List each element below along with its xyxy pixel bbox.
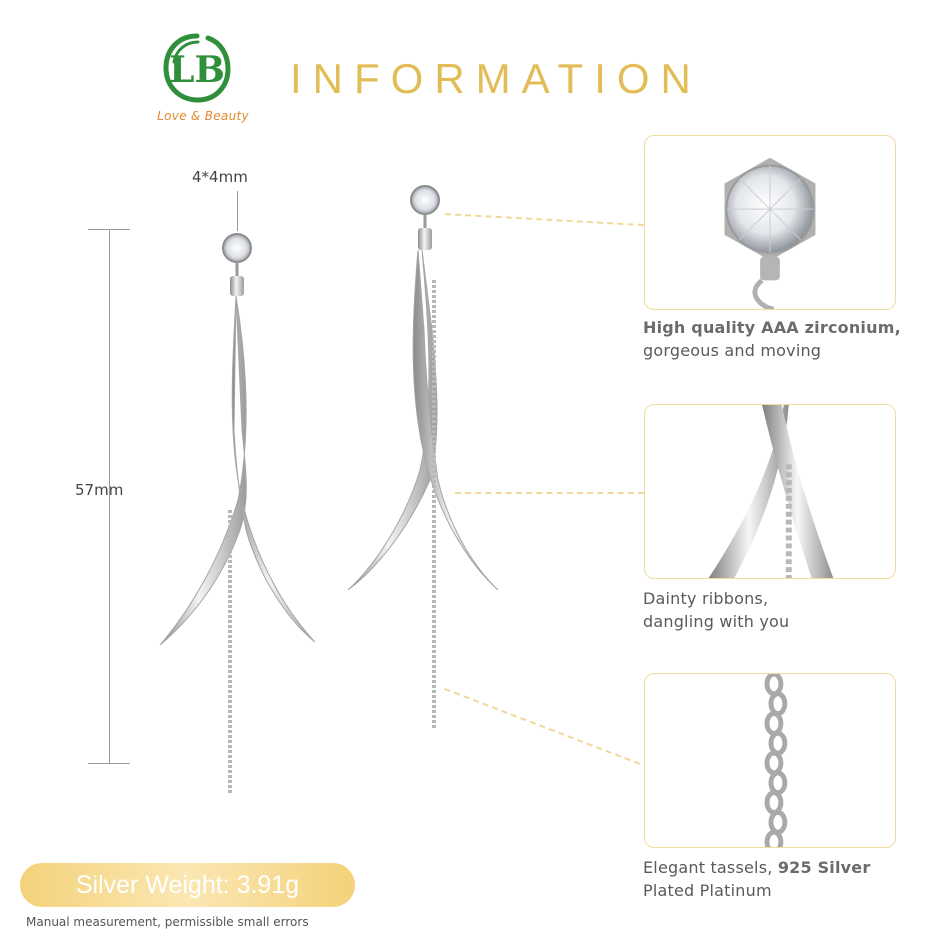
height-measure-line xyxy=(109,230,110,763)
logo-monogram: LB xyxy=(169,49,225,91)
left-earring xyxy=(159,233,316,795)
detail-panel-ribbon xyxy=(644,404,896,579)
brand-logo: LB Love & Beauty xyxy=(138,32,268,132)
caption-zirconium: High quality AAA zirconium, gorgeous and… xyxy=(643,316,933,362)
caption-ribbon-line1: Dainty ribbons, xyxy=(643,589,769,608)
caption-ribbon-line2: dangling with you xyxy=(643,612,790,631)
width-leader-line xyxy=(237,191,238,231)
caption-zirconium-text: gorgeous and moving xyxy=(643,341,822,360)
detail-panel-tassel xyxy=(644,673,896,848)
zirconium-closeup-image xyxy=(724,157,816,309)
measurement-note: Manual measurement, permissible small er… xyxy=(26,915,309,929)
height-top-tick xyxy=(88,229,130,230)
tassel-closeup-image xyxy=(764,674,788,847)
earrings-product-image xyxy=(159,185,499,795)
width-dimension-label: 4*4mm xyxy=(192,168,248,186)
height-bottom-tick xyxy=(88,763,130,764)
caption-ribbon: Dainty ribbons, dangling with you xyxy=(643,587,933,633)
caption-tassel-prefix: Elegant tassels, xyxy=(643,858,778,877)
silver-weight-badge: Silver Weight: 3.91g xyxy=(20,863,355,907)
ribbon-closeup-image xyxy=(708,405,834,578)
caption-zirconium-strong: High quality AAA zirconium, xyxy=(643,318,901,337)
right-earring xyxy=(347,185,499,730)
caption-tassel-text: Plated Platinum xyxy=(643,881,772,900)
caption-tassel: Elegant tassels, 925 Silver Plated Plati… xyxy=(643,856,933,902)
connector-ribbon xyxy=(455,492,644,494)
logo-tagline: Love & Beauty xyxy=(157,109,249,123)
caption-tassel-strong: 925 Silver xyxy=(777,858,871,877)
height-dimension-label: 57mm xyxy=(75,481,124,499)
detail-panel-zirconium xyxy=(644,135,896,310)
lb-monogram-icon: LB xyxy=(163,33,231,103)
page-title: INFORMATION xyxy=(290,55,702,102)
